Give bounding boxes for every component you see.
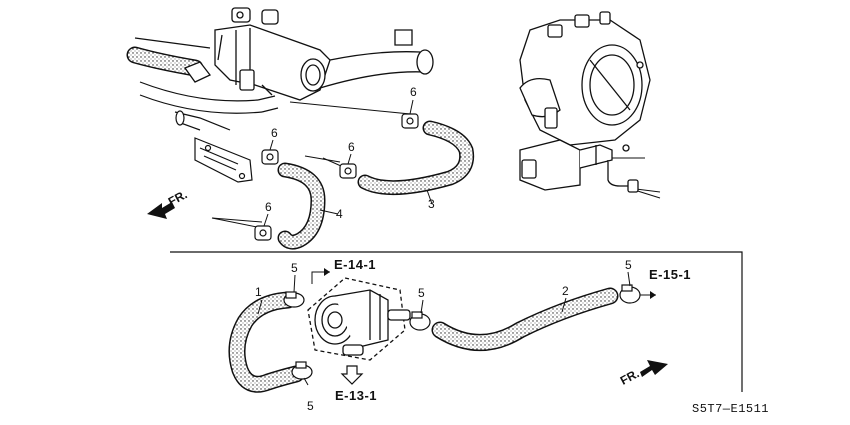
clamp-6-row bbox=[254, 113, 419, 241]
callout-4: 4 bbox=[336, 207, 343, 221]
callout-3: 3 bbox=[428, 197, 435, 211]
callout-5: 5 bbox=[307, 399, 314, 413]
callout-5: 5 bbox=[418, 286, 425, 300]
clamp-5b bbox=[291, 361, 313, 380]
section-ref-e13[interactable]: E-13-1 bbox=[335, 388, 378, 403]
lower-frame bbox=[170, 251, 743, 392]
clamp-6a bbox=[401, 113, 419, 129]
front-arrow-bottom bbox=[640, 360, 668, 377]
section-ref-e15[interactable]: E-15-1 bbox=[649, 267, 692, 282]
callout-5: 5 bbox=[291, 261, 298, 275]
clamp-6d bbox=[254, 225, 272, 241]
callout-leaders-upper bbox=[263, 99, 433, 227]
water-outlet-housing bbox=[183, 7, 434, 101]
callout-6: 6 bbox=[410, 85, 417, 99]
hose-4 bbox=[277, 162, 326, 250]
callout-5: 5 bbox=[625, 258, 632, 272]
callout-6: 6 bbox=[271, 126, 278, 140]
clamp-5a bbox=[283, 291, 305, 308]
throttle-body bbox=[519, 11, 651, 193]
outline-arrow-down bbox=[340, 365, 364, 385]
callout-1: 1 bbox=[255, 285, 262, 299]
section-ref-e14[interactable]: E-14-1 bbox=[334, 257, 377, 272]
diagram-code: S5T7—E1511 bbox=[692, 402, 770, 416]
clamp-6b bbox=[261, 149, 279, 165]
callout-6: 6 bbox=[265, 200, 272, 214]
hose-2 bbox=[431, 287, 619, 351]
clamp-5d bbox=[619, 284, 641, 304]
hose-1 bbox=[228, 291, 305, 393]
clamp-5-row bbox=[283, 284, 641, 380]
oil-cooler bbox=[307, 277, 411, 361]
clamp-5c bbox=[409, 311, 431, 331]
clamp-6c bbox=[339, 163, 357, 179]
callout-2: 2 bbox=[562, 284, 569, 298]
ref-arrows bbox=[324, 268, 656, 299]
bypass-pipe bbox=[139, 81, 279, 131]
front-arrow-top bbox=[147, 202, 175, 219]
bracket bbox=[194, 137, 253, 183]
hose-3 bbox=[357, 120, 475, 196]
callout-6: 6 bbox=[348, 140, 355, 154]
